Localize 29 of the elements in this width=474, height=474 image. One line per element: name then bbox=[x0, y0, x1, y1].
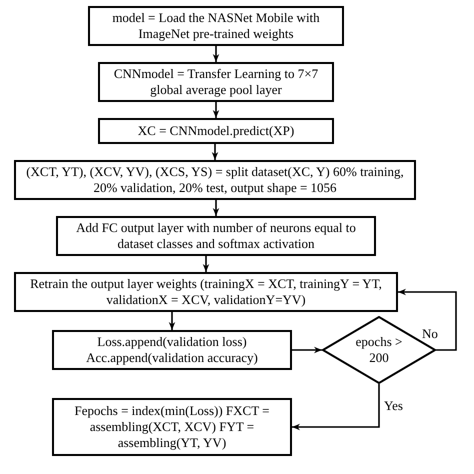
process-text: model = Load the NASNet Mobile with ImageNet pre-trained weights bbox=[111, 10, 321, 42]
arrow bbox=[202, 256, 210, 272]
process-text: Fepochs = index(min(Loss)) FXCT = assembling(XCT, XCV) FYT = assembling(YT, YV) bbox=[74, 403, 270, 451]
process-text: XC = CNNmodel.predict(XP) bbox=[138, 123, 294, 139]
arrow bbox=[292, 346, 322, 354]
process-text: CNNmodel = Transfer Learning to 7×7 global average pool layer bbox=[112, 66, 320, 98]
arrow bbox=[212, 46, 220, 62]
arrow bbox=[212, 102, 220, 118]
process-box bbox=[56, 216, 376, 256]
arrow bbox=[292, 384, 380, 430]
process-box bbox=[14, 160, 416, 200]
process-box bbox=[98, 118, 334, 144]
process-text: Retrain the output layer weights (trainingX = XCT, trainingY = YT, validationX = XCV, validationY=YV) bbox=[29, 276, 383, 308]
process-box bbox=[98, 62, 334, 102]
process-text: (XCT, YT), (XCV, YV), (XCS, YS) = split dataset(XC, Y) 60% training, 20% validation, 20% test, output shape = 1056 bbox=[25, 164, 405, 196]
decision-text: epochs > 200 bbox=[354, 334, 404, 366]
arrow bbox=[212, 200, 220, 216]
arrow bbox=[212, 144, 218, 160]
arrow bbox=[168, 312, 176, 330]
process-text: Add FC output layer with number of neurons equal to dataset classes and softmax activation bbox=[75, 220, 357, 252]
process-box bbox=[88, 6, 344, 46]
process-text: Loss.append(validation loss) Acc.append(validation accuracy) bbox=[85, 334, 259, 366]
arrow bbox=[398, 288, 457, 351]
edge-label: Yes bbox=[384, 398, 403, 414]
process-box bbox=[14, 272, 398, 312]
edge-label: No bbox=[422, 326, 438, 342]
process-box bbox=[52, 398, 292, 456]
decision-diamond bbox=[322, 316, 436, 384]
process-box bbox=[52, 330, 292, 370]
